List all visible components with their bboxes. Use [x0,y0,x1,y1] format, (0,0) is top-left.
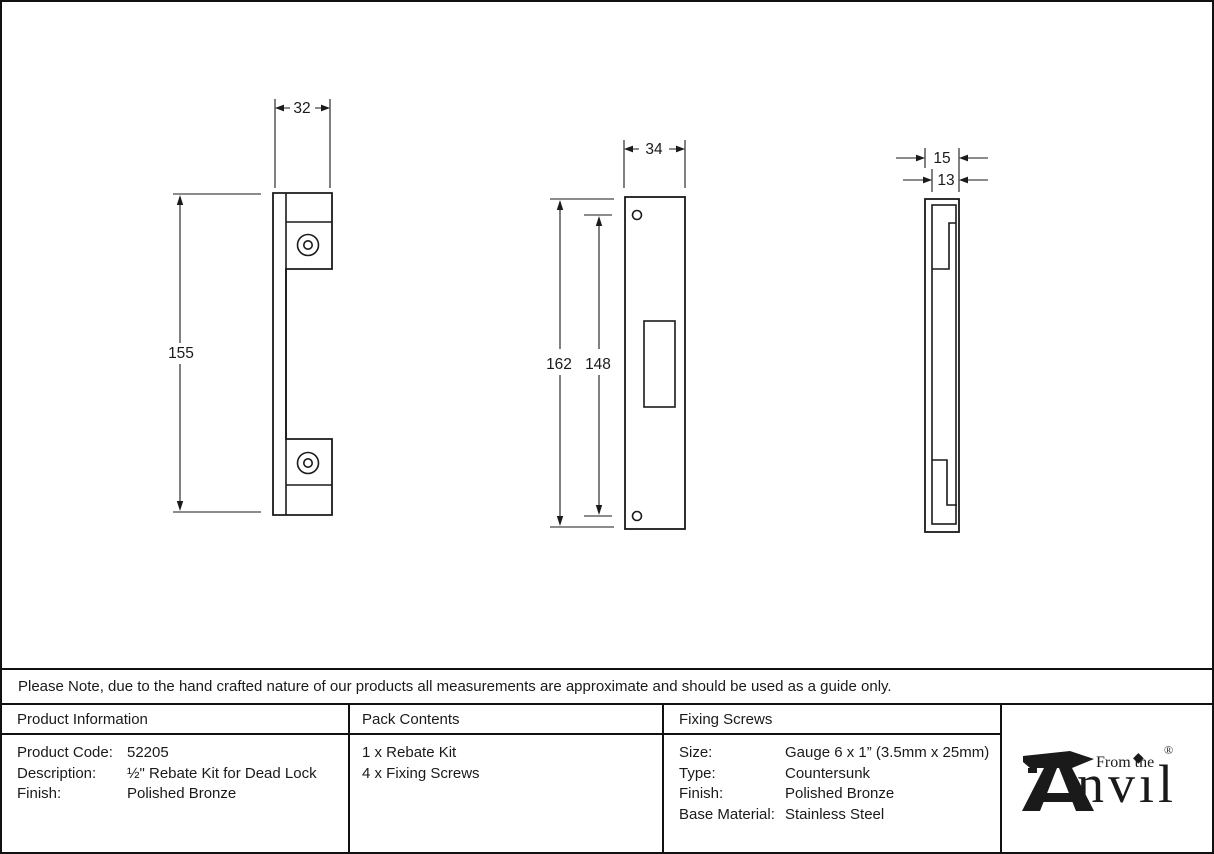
screw-hole [296,233,320,257]
screw-type-value: Countersunk [785,764,871,782]
arrowhead-left [275,104,284,112]
table-row: Type: Countersunk [679,764,1000,785]
pack-contents-column: Pack Contents 1 x Rebate Kit 4 x Fixing … [348,705,662,852]
dimension-label-height-148: 148 [585,356,611,373]
screw-hole [631,209,643,221]
screw-hole-center [302,457,313,468]
table-row: Product Code: 52205 [17,743,348,764]
arrowhead-down [595,505,603,515]
arrowhead-left [624,145,633,153]
arrowhead-left [959,154,968,162]
product-information-header: Product Information [2,705,348,735]
rebate-step-bottom [932,459,957,506]
fixing-screws-body: Size: Gauge 6 x 1” (3.5mm x 25mm) Type: … [664,735,1000,825]
dimension-label-width-32: 32 [293,100,310,117]
plate-outline [624,196,686,530]
arrowhead-right [923,176,932,184]
arrowhead-down [556,516,564,526]
bracket-block-dividers [286,221,332,486]
row-label: Size: [679,744,713,761]
product-spec-table: Product Information Product Code: 52205 … [2,703,1212,852]
table-row: Base Material: Stainless Steel [679,805,1000,826]
product-code-value: 52205 [127,744,169,761]
screw-material-value: Stainless Steel [785,805,885,823]
logo-diamond-dot: ◆ [1133,749,1144,765]
measurement-disclaimer: Please Note, due to the hand crafted nat… [2,668,1212,703]
arrowhead-right [916,154,925,162]
dimension-extension-lines [623,140,686,188]
brand-logo-cell: From the nvıl ◆ ® [1000,705,1212,852]
arrowhead-up [556,200,564,210]
screw-hole [296,451,320,475]
arrowhead-up [176,195,184,205]
row-label: Finish: [679,785,724,802]
arrowhead-up [595,216,603,226]
dimension-label-height-155: 155 [168,345,194,362]
table-row: Size: Gauge 6 x 1” (3.5mm x 25mm) [679,743,1000,764]
list-item: 1 x Rebate Kit [362,744,457,761]
dimension-label-depth-13: 13 [937,172,954,189]
side-section-view: 15 13 [896,148,988,533]
pack-contents-body: 1 x Rebate Kit 4 x Fixing Screws [350,735,662,784]
screw-size-value: Gauge 6 x 1” (3.5mm x 25mm) [785,744,990,761]
screw-finish-value: Polished Bronze [785,785,895,802]
technical-drawings: 32 155 34 [168,99,988,533]
arrowhead-right [676,145,685,153]
plate-front-view: 34 162 148 [546,140,686,530]
finish-value: Polished Bronze [127,785,237,802]
fixing-screws-column: Fixing Screws Size: Gauge 6 x 1” (3.5mm … [662,705,1000,852]
screw-hole-center [302,240,313,251]
fixing-screws-header: Fixing Screws [664,705,1000,735]
rebate-step-top [932,222,956,270]
anvil-icon [1022,751,1094,811]
row-label: Finish: [17,785,62,802]
table-row: Finish: Polished Bronze [17,784,348,805]
logo-tagline: From the [1096,754,1155,771]
logo-wordmark: nvıl [1077,754,1178,814]
side-inner-outline [931,204,957,525]
bracket-outline [272,192,333,516]
list-item: 4 x Fixing Screws [362,764,480,782]
product-information-body: Product Code: 52205 Description: ½" Reba… [2,735,348,805]
dimension-extension-lines [274,99,331,188]
product-information-column: Product Information Product Code: 52205 … [2,705,348,852]
arrowhead-left [959,176,968,184]
screw-hole [631,510,643,522]
table-row: Description: ½" Rebate Kit for Dead Lock [17,764,348,785]
dimension-extension-lines [550,198,614,528]
row-label: Description: [17,764,97,782]
disclaimer-text: Please Note, due to the hand crafted nat… [18,678,892,695]
arrowhead-right [321,104,330,112]
bracket-front-view: 32 155 [168,99,333,516]
side-outer-outline [924,198,960,533]
pack-contents-header: Pack Contents [350,705,662,735]
dimension-extension-lines [584,214,612,517]
dimension-label-depth-15: 15 [933,150,950,167]
description-value: ½" Rebate Kit for Dead Lock [127,764,317,782]
row-label: Base Material: [679,805,775,823]
row-label: Product Code: [17,744,113,761]
dimension-extension-lines [173,193,261,513]
dimension-label-height-162: 162 [546,356,572,373]
table-row: Finish: Polished Bronze [679,784,1000,805]
arrowhead-down [176,501,184,511]
row-label: Type: [679,764,716,782]
registered-trademark-icon: ® [1164,743,1174,757]
dimension-label-width-34: 34 [645,141,663,158]
bolt-slot [643,320,676,408]
